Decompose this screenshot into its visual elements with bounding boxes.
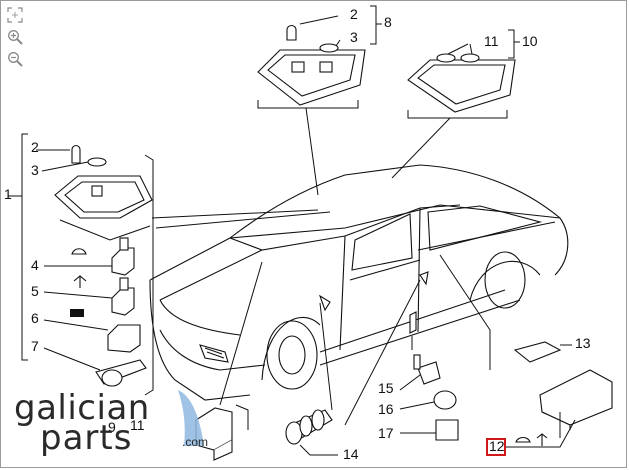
part-14-switch [285, 409, 333, 445]
callout-11-top: 11 [484, 33, 499, 49]
zoom-out-button[interactable] [6, 50, 24, 68]
callout-17: 17 [378, 425, 394, 441]
zoom-in-icon [8, 30, 23, 45]
callout-3-top: 3 [350, 29, 358, 45]
callout-1: 1 [4, 186, 12, 202]
logo-word-galician: galician [14, 388, 150, 428]
logo-suffix: .com [182, 435, 209, 449]
left-parts-panel [8, 133, 319, 396]
callout-10: 10 [522, 33, 538, 49]
callout-6: 6 [31, 310, 39, 326]
callout-9: 9 [108, 419, 116, 435]
callout-16: 16 [378, 401, 394, 417]
fit-to-screen-button[interactable] [6, 6, 24, 24]
callout-4: 4 [31, 257, 39, 273]
callout-11-bottom: 11 [130, 417, 145, 433]
roof-light-assembly-10 [407, 53, 516, 119]
callout-5: 5 [31, 283, 39, 299]
logo-fin-mark [178, 390, 204, 446]
callout-2-top: 2 [350, 6, 358, 22]
callout-12-highlight[interactable] [486, 438, 506, 456]
callout-12: 12 [489, 438, 505, 454]
zoom-out-icon [8, 52, 23, 67]
callout-15: 15 [378, 380, 394, 396]
callout-7: 7 [31, 338, 39, 354]
roof-light-assembly-8 [257, 24, 366, 109]
callout-3-left: 3 [31, 162, 39, 178]
callout-13: 13 [575, 335, 591, 351]
callout-2-left: 2 [31, 139, 39, 155]
callout-8: 8 [384, 14, 392, 30]
zoom-in-button[interactable] [6, 28, 24, 46]
watermark-logo: galician parts .com [10, 388, 225, 458]
parts-12-13 [439, 254, 613, 430]
viewer-toolbar [6, 6, 28, 68]
callout-14: 14 [343, 446, 359, 462]
car-illustration [149, 164, 569, 401]
logo-word-parts: parts [40, 418, 133, 458]
parts-15-16-17 [409, 311, 459, 441]
fit-screen-icon [7, 7, 23, 23]
